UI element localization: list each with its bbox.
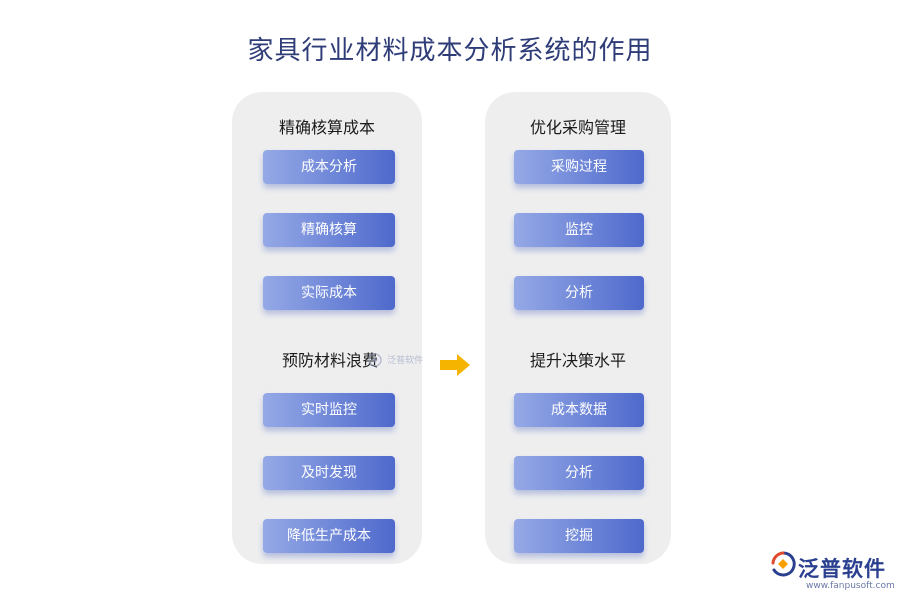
- logo-url[interactable]: www.fanpusoft.com: [806, 581, 895, 591]
- item-precise-accounting[interactable]: 精确核算: [263, 213, 395, 247]
- item-cost-data[interactable]: 成本数据: [514, 393, 644, 427]
- center-watermark: 泛普软件: [368, 349, 423, 368]
- item-analysis-2[interactable]: 分析: [514, 456, 644, 490]
- diagram-title: 家具行业材料成本分析系统的作用: [247, 36, 653, 66]
- item-realtime-monitor[interactable]: 实时监控: [263, 393, 395, 427]
- item-procurement-process[interactable]: 采购过程: [514, 150, 644, 184]
- watermark-text: 泛普软件: [387, 356, 424, 366]
- item-reduce-production-cost[interactable]: 降低生产成本: [263, 519, 395, 553]
- item-monitoring[interactable]: 监控: [514, 213, 644, 247]
- right-arrow-icon: [440, 354, 470, 376]
- heading-improve-decisions: 提升决策水平: [529, 351, 626, 370]
- heading-prevent-waste: 预防材料浪费: [282, 351, 379, 370]
- item-timely-discovery[interactable]: 及时发现: [263, 456, 395, 490]
- item-cost-analysis[interactable]: 成本分析: [263, 150, 395, 184]
- left-panel: 精确核算成本 成本分析 精确核算 实际成本 预防材料浪费 实时监控 及时发现 降…: [232, 92, 422, 564]
- fanpu-logo-icon: [771, 551, 796, 577]
- item-actual-cost[interactable]: 实际成本: [263, 276, 395, 310]
- watermark-logo-icon: [368, 352, 382, 367]
- heading-optimize-procurement: 优化采购管理: [529, 118, 626, 137]
- right-panel: 优化采购管理 采购过程 监控 分析 提升决策水平 成本数据 分析 挖掘: [485, 92, 671, 564]
- item-mining[interactable]: 挖掘: [514, 519, 644, 553]
- heading-precise-cost: 精确核算成本: [278, 118, 375, 137]
- item-analysis[interactable]: 分析: [514, 276, 644, 310]
- logo-text: 泛普软件: [798, 557, 886, 581]
